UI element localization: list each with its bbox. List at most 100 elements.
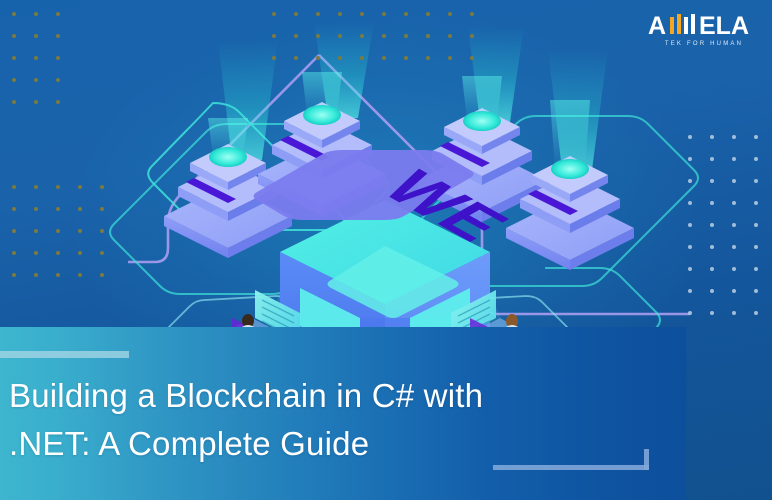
grid-dot (78, 251, 82, 255)
grid-dot (688, 289, 692, 293)
grid-dot (316, 56, 320, 60)
grid-dot (34, 251, 38, 255)
grid-dot (294, 12, 298, 16)
grid-dot (34, 185, 38, 189)
grid-dot (754, 245, 758, 249)
grid-dot (34, 100, 38, 104)
accent-bar-left (0, 351, 129, 358)
grid-dot (710, 289, 714, 293)
grid-dot (382, 34, 386, 38)
grid-dot (754, 201, 758, 205)
grid-dot (272, 56, 276, 60)
grid-dot (100, 273, 104, 277)
grid-dot (56, 229, 60, 233)
logo-text-right: ELA (699, 12, 749, 38)
grid-dot (316, 12, 320, 16)
grid-dot (34, 34, 38, 38)
grid-dot (732, 179, 736, 183)
grid-dot (470, 34, 474, 38)
grid-dot (688, 267, 692, 271)
grid-dot (732, 311, 736, 315)
grid-dot (426, 34, 430, 38)
grid-dot (338, 56, 342, 60)
grid-dot (470, 12, 474, 16)
grid-dot (360, 34, 364, 38)
grid-dot (754, 267, 758, 271)
grid-dot (12, 207, 16, 211)
grid-dot (100, 229, 104, 233)
grid-dot (710, 311, 714, 315)
grid-dot (34, 207, 38, 211)
grid-dot (732, 135, 736, 139)
grid-dot (710, 179, 714, 183)
amela-logo-mark: A ELA (648, 12, 749, 38)
grid-dot (448, 12, 452, 16)
brand-logo[interactable]: A ELA TEK FOR HUMAN (648, 12, 760, 58)
grid-dot (360, 56, 364, 60)
grid-dot (732, 157, 736, 161)
grid-dot (34, 12, 38, 16)
grid-dot (688, 201, 692, 205)
grid-dot (754, 311, 758, 315)
grid-dot (710, 157, 714, 161)
grid-dot (710, 267, 714, 271)
grid-dot (688, 157, 692, 161)
grid-dot (78, 229, 82, 233)
corner-rule-decoration (493, 449, 649, 470)
grid-dot (426, 12, 430, 16)
grid-dot (404, 56, 408, 60)
grid-dot (382, 12, 386, 16)
grid-dot (754, 179, 758, 183)
grid-dot (56, 251, 60, 255)
grid-dot (710, 245, 714, 249)
grid-dot (688, 311, 692, 315)
grid-dot (12, 273, 16, 277)
grid-dot (448, 56, 452, 60)
grid-dot (316, 34, 320, 38)
grid-dot (732, 289, 736, 293)
grid-dot (404, 34, 408, 38)
grid-dot (34, 56, 38, 60)
grid-dot (12, 78, 16, 82)
grid-dot (12, 56, 16, 60)
grid-dot (754, 289, 758, 293)
grid-dot (12, 100, 16, 104)
grid-dot (732, 201, 736, 205)
grid-dot (12, 12, 16, 16)
logo-tagline: TEK FOR HUMAN (664, 41, 744, 47)
corner-rule-vertical (644, 449, 649, 470)
grid-dot (448, 34, 452, 38)
grid-dot (688, 135, 692, 139)
grid-dot (294, 34, 298, 38)
grid-dot (732, 245, 736, 249)
grid-dot (710, 201, 714, 205)
grid-dot (12, 251, 16, 255)
grid-dot (338, 12, 342, 16)
network-path-right-lower (545, 267, 661, 363)
grid-dot (12, 185, 16, 189)
grid-dot (360, 12, 364, 16)
grid-dot (688, 179, 692, 183)
logo-bar-4 (691, 14, 695, 34)
grid-dot (56, 12, 60, 16)
grid-dot (382, 56, 386, 60)
grid-dot (78, 185, 82, 189)
grid-dot (56, 100, 60, 104)
grid-dot (34, 229, 38, 233)
grid-dot (426, 56, 430, 60)
grid-dot (404, 12, 408, 16)
grid-dot (688, 245, 692, 249)
grid-dot (56, 34, 60, 38)
grid-dot (56, 273, 60, 277)
grid-dot (100, 207, 104, 211)
grid-dot (688, 223, 692, 227)
grid-dot (78, 273, 82, 277)
grid-dot (294, 56, 298, 60)
grid-dot (56, 78, 60, 82)
grid-dot (12, 34, 16, 38)
node-stack-right-lower (506, 100, 634, 270)
grid-dot (78, 207, 82, 211)
logo-bar-1 (670, 17, 674, 34)
grid-dot (272, 34, 276, 38)
